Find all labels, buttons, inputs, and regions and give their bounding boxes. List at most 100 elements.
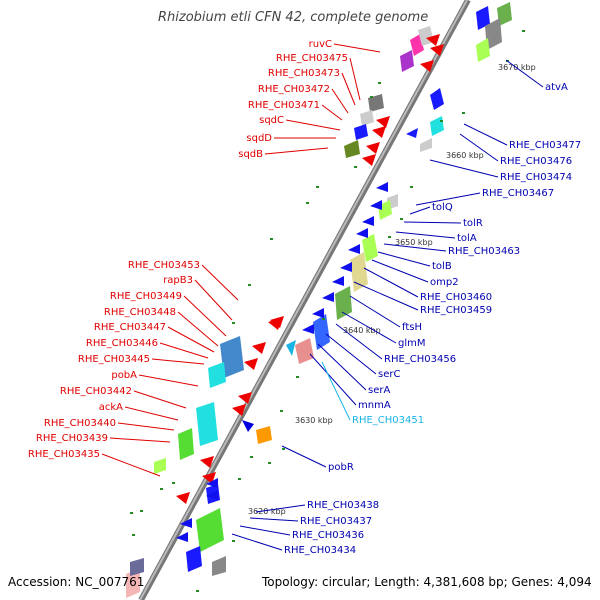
reverse-arrow[interactable] xyxy=(348,244,360,254)
gene-label-reverse[interactable]: RHE_CH03437 xyxy=(300,516,372,527)
gene-label-forward[interactable]: RHE_CH03449 xyxy=(110,291,182,302)
gene-feature[interactable] xyxy=(430,88,444,110)
gene-label-reverse[interactable]: RHE_CH03467 xyxy=(482,188,554,199)
reverse-arrow[interactable] xyxy=(362,216,374,226)
gene-label-reverse[interactable]: atvA xyxy=(545,82,568,93)
gene-label-reverse[interactable]: tolQ xyxy=(432,202,453,213)
gene-label-forward[interactable]: rapB3 xyxy=(163,275,193,286)
reverse-arrow[interactable] xyxy=(322,292,334,302)
gene-label-reverse[interactable]: serC xyxy=(378,369,400,380)
reverse-arrow[interactable] xyxy=(356,228,368,238)
gene-label-forward[interactable]: RHE_CH03435 xyxy=(28,449,100,460)
gene-label-forward[interactable]: RHE_CH03475 xyxy=(276,53,348,64)
gene-feature[interactable] xyxy=(256,426,272,444)
gene-label-reverse[interactable]: RHE_CH03477 xyxy=(509,140,581,151)
gene-label-reverse[interactable]: tolB xyxy=(432,261,452,272)
gene-label-forward[interactable]: sqdC xyxy=(259,115,284,126)
gene-label-forward[interactable]: RHE_CH03440 xyxy=(44,418,116,429)
gene-label-reverse[interactable]: ftsH xyxy=(402,322,422,333)
gene-label-forward[interactable]: RHE_CH03448 xyxy=(104,307,176,318)
gene-feature[interactable] xyxy=(335,286,352,320)
gene-feature[interactable] xyxy=(154,458,166,474)
gene-feature[interactable] xyxy=(476,38,490,62)
reverse-arrow[interactable] xyxy=(370,200,382,210)
gene-label-forward[interactable]: sqdB xyxy=(238,149,263,160)
forward-arrow[interactable] xyxy=(372,126,386,138)
reverse-arrow[interactable] xyxy=(206,490,218,500)
forward-arrow[interactable] xyxy=(420,60,434,72)
gene-label-forward[interactable]: RHE_CH03445 xyxy=(78,354,150,365)
forward-arrow[interactable] xyxy=(426,34,440,46)
gene-label-reverse[interactable]: RHE_CH03438 xyxy=(307,500,379,511)
gene-label-reverse[interactable]: mnmA xyxy=(358,400,391,411)
gene-label-reverse[interactable]: tolR xyxy=(463,218,483,229)
forward-arrow[interactable] xyxy=(430,44,444,56)
forward-arrow[interactable] xyxy=(252,342,266,354)
gene-label-forward[interactable]: RHE_CH03447 xyxy=(94,322,166,333)
gene-label-forward[interactable]: RHE_CH03472 xyxy=(258,84,330,95)
gene-label-reverse[interactable]: RHE_CH03456 xyxy=(384,354,456,365)
gene-feature[interactable] xyxy=(313,314,330,350)
gene-label-highlight[interactable]: RHE_CH03451 xyxy=(352,415,424,426)
gene-label-forward[interactable]: RHE_CH03439 xyxy=(36,433,108,444)
gene-label-forward[interactable]: ackA xyxy=(99,402,123,413)
reverse-arrow[interactable] xyxy=(302,324,314,334)
gene-feature[interactable] xyxy=(406,128,418,138)
gene-feature[interactable] xyxy=(362,234,378,262)
reverse-arrow[interactable] xyxy=(376,182,388,192)
forward-arrow[interactable] xyxy=(238,392,252,404)
forward-arrow[interactable] xyxy=(244,358,258,370)
gene-label-reverse[interactable]: RHE_CH03474 xyxy=(500,172,572,183)
reverse-arrow[interactable] xyxy=(312,308,324,318)
gene-feature[interactable] xyxy=(208,362,226,388)
gene-label-reverse[interactable]: omp2 xyxy=(430,277,459,288)
gene-label-forward[interactable]: RHE_CH03471 xyxy=(248,100,320,111)
gene-label-forward[interactable]: RHE_CH03453 xyxy=(128,260,200,271)
gene-feature[interactable] xyxy=(420,138,432,152)
gene-feature[interactable] xyxy=(295,338,314,364)
gene-label-forward[interactable]: RHE_CH03473 xyxy=(268,68,340,79)
gene-feature[interactable] xyxy=(186,546,202,572)
reverse-arrow[interactable] xyxy=(332,276,344,286)
gene-feature[interactable] xyxy=(368,94,384,112)
gene-feature[interactable] xyxy=(476,6,490,30)
gene-label-forward[interactable]: ruvC xyxy=(309,39,332,50)
gene-feature[interactable] xyxy=(344,140,360,158)
gene-feature[interactable] xyxy=(400,50,414,72)
forward-arrow[interactable] xyxy=(362,154,376,166)
reverse-arrow[interactable] xyxy=(176,532,188,542)
gene-feature[interactable] xyxy=(497,2,512,26)
gene-label-forward[interactable]: sqdD xyxy=(246,133,272,144)
gene-label-reverse[interactable]: RHE_CH03434 xyxy=(284,545,356,556)
forward-arrow[interactable] xyxy=(176,492,190,504)
gene-label-reverse[interactable]: RHE_CH03463 xyxy=(448,246,520,257)
reverse-arrow[interactable] xyxy=(180,518,192,528)
forward-arrow[interactable] xyxy=(366,142,380,154)
gene-label-reverse[interactable]: pobR xyxy=(328,462,354,473)
gene-feature[interactable] xyxy=(286,340,296,356)
gene-feature[interactable] xyxy=(212,556,226,576)
gene-feature[interactable] xyxy=(178,428,194,460)
gene-feature[interactable] xyxy=(430,116,444,136)
gene-label-forward[interactable]: RHE_CH03442 xyxy=(60,386,132,397)
gene-feature[interactable] xyxy=(354,124,368,140)
gene-feature[interactable] xyxy=(126,568,140,598)
reverse-arrow[interactable] xyxy=(340,262,352,272)
gene-label-reverse[interactable]: tolA xyxy=(457,233,477,244)
forward-arrow[interactable] xyxy=(376,116,390,128)
forward-arrow[interactable] xyxy=(232,404,246,416)
gene-label-reverse[interactable]: RHE_CH03460 xyxy=(420,292,492,303)
gene-label-reverse[interactable]: RHE_CH03476 xyxy=(500,156,572,167)
gene-label-forward[interactable]: pobA xyxy=(111,370,137,381)
gene-label-reverse[interactable]: glmM xyxy=(398,338,426,349)
forward-arrow[interactable] xyxy=(200,456,214,468)
gene-feature[interactable] xyxy=(220,336,244,378)
gene-feature[interactable] xyxy=(196,402,218,446)
gene-label-reverse[interactable]: serA xyxy=(368,385,390,396)
gene-feature[interactable] xyxy=(242,420,254,432)
gene-feature[interactable] xyxy=(485,18,502,50)
gene-feature[interactable] xyxy=(196,508,224,552)
reverse-arrow[interactable] xyxy=(206,478,218,488)
gene-label-reverse[interactable]: RHE_CH03459 xyxy=(420,305,492,316)
gene-label-reverse[interactable]: RHE_CH03436 xyxy=(292,530,364,541)
